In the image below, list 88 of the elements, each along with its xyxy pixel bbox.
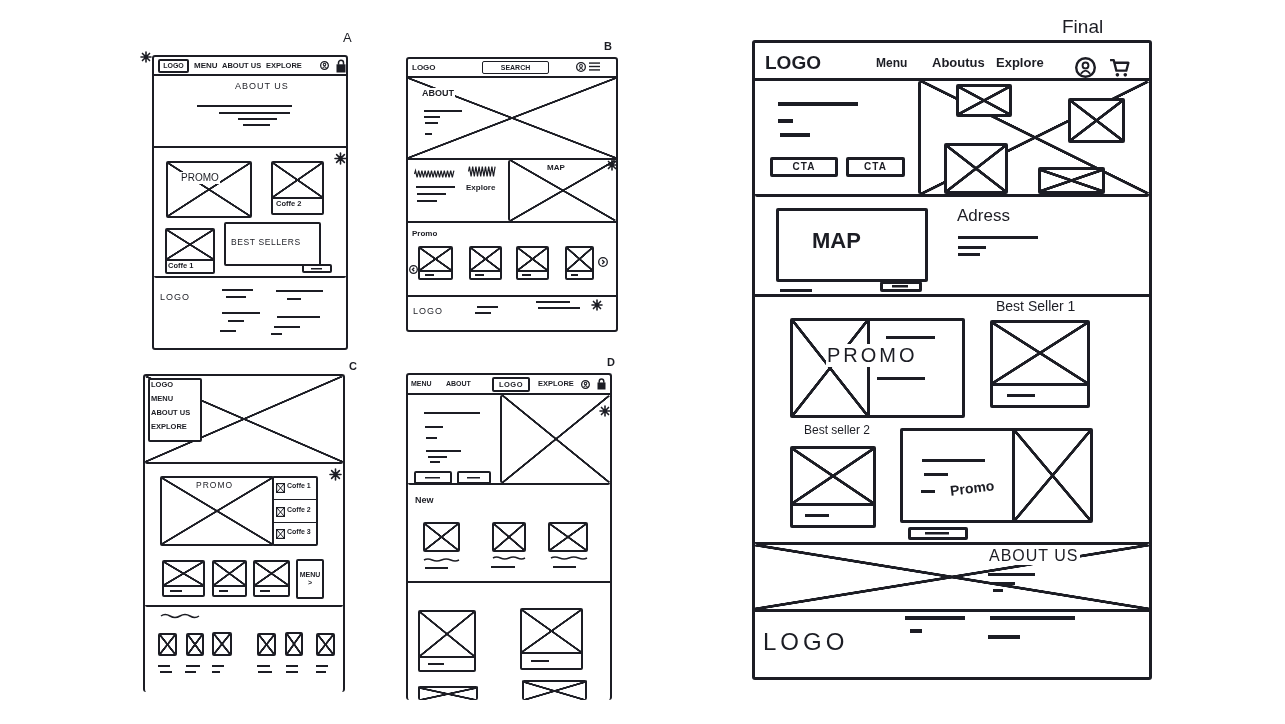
button-sketch bbox=[414, 471, 452, 483]
button-sketch bbox=[880, 281, 922, 292]
image-mock bbox=[316, 633, 335, 656]
image-mock bbox=[158, 633, 177, 656]
page-section bbox=[755, 81, 1149, 197]
image-mock bbox=[166, 161, 252, 218]
image-mock bbox=[944, 143, 1008, 194]
button-sketch bbox=[908, 527, 968, 540]
image-mock bbox=[212, 632, 232, 656]
product-card bbox=[469, 246, 502, 280]
header-word: LOGO bbox=[412, 63, 436, 73]
image-mock bbox=[1068, 98, 1125, 143]
product-card bbox=[565, 246, 594, 280]
image-mock bbox=[423, 522, 460, 552]
image-mock bbox=[1038, 167, 1105, 194]
image-mock bbox=[160, 476, 274, 546]
product-card bbox=[271, 161, 324, 215]
frame-letter: A bbox=[343, 31, 352, 46]
search-bar bbox=[482, 61, 549, 74]
map-mock bbox=[508, 160, 616, 221]
product-list bbox=[272, 476, 318, 546]
cta-sketch bbox=[846, 157, 905, 177]
nav-text: Menu bbox=[876, 57, 908, 71]
page-section bbox=[755, 297, 1149, 545]
footer-word: LOGO bbox=[413, 306, 443, 317]
nav-text: Explore bbox=[996, 56, 1044, 71]
image-mock bbox=[522, 680, 587, 700]
footer-word: LOGO bbox=[763, 628, 849, 656]
section-text: Explore bbox=[466, 183, 496, 193]
card-heading: Best Seller 1 bbox=[996, 298, 1076, 315]
nav-text: MENU bbox=[194, 61, 218, 71]
image-section bbox=[408, 78, 616, 160]
promo-card bbox=[790, 318, 965, 418]
image-mock bbox=[548, 522, 588, 552]
footer-word: LOGO bbox=[160, 292, 190, 303]
image-mock bbox=[418, 686, 478, 700]
map-label: MAP bbox=[546, 163, 566, 173]
menu-card bbox=[296, 559, 324, 599]
map-label: MAP bbox=[812, 228, 861, 254]
frame-letter: B bbox=[604, 40, 612, 53]
product-card bbox=[520, 608, 583, 670]
section-heading: New bbox=[415, 495, 434, 506]
promo-text: Promo bbox=[949, 477, 996, 499]
image-mock bbox=[285, 632, 303, 656]
header-bar bbox=[408, 59, 616, 78]
page-section bbox=[408, 395, 610, 485]
image-mock bbox=[186, 633, 204, 656]
image-label: PROMO bbox=[195, 481, 235, 491]
section-heading: ABOUT bbox=[421, 88, 455, 99]
map-box bbox=[776, 208, 928, 282]
header-word: LOGO bbox=[765, 52, 821, 74]
image-section bbox=[755, 545, 1149, 612]
image-mock bbox=[918, 81, 1149, 194]
image-mock bbox=[500, 395, 610, 483]
panel-text: BEST SELLERS bbox=[231, 238, 301, 248]
image-mock bbox=[956, 84, 1012, 117]
image-section bbox=[145, 376, 343, 464]
product-card bbox=[212, 560, 247, 597]
image-mock bbox=[492, 522, 526, 552]
product-card bbox=[165, 228, 215, 274]
product-card bbox=[418, 246, 453, 280]
product-card bbox=[516, 246, 549, 280]
page-section bbox=[408, 160, 616, 223]
button-sketch bbox=[302, 264, 332, 273]
product-card bbox=[253, 560, 290, 597]
button-sketch bbox=[457, 471, 491, 483]
card-heading: Best seller 2 bbox=[804, 424, 871, 438]
image-mock bbox=[257, 633, 276, 656]
section-heading: Promo bbox=[412, 229, 438, 239]
product-card bbox=[162, 560, 205, 597]
section-heading: ABOUT US bbox=[988, 547, 1080, 566]
nav-text: Aboutus bbox=[932, 56, 985, 71]
cta-text: CTA bbox=[792, 161, 816, 173]
product-card bbox=[418, 610, 476, 672]
image-label: PROMO bbox=[180, 172, 220, 184]
section-heading: Adress bbox=[957, 206, 1010, 226]
menu-panel bbox=[148, 378, 202, 442]
word-box bbox=[492, 377, 530, 392]
frame-title: Final bbox=[1062, 16, 1104, 38]
frame-letter: C bbox=[349, 360, 357, 373]
cta-sketch bbox=[770, 157, 838, 177]
content-panel bbox=[224, 222, 321, 266]
header-bar bbox=[154, 57, 346, 76]
word-box bbox=[158, 59, 189, 73]
cta-text: CTA bbox=[864, 161, 887, 173]
frame-letter: D bbox=[607, 356, 615, 369]
promo-card bbox=[900, 428, 1093, 523]
section-heading: ABOUT US bbox=[235, 81, 289, 92]
